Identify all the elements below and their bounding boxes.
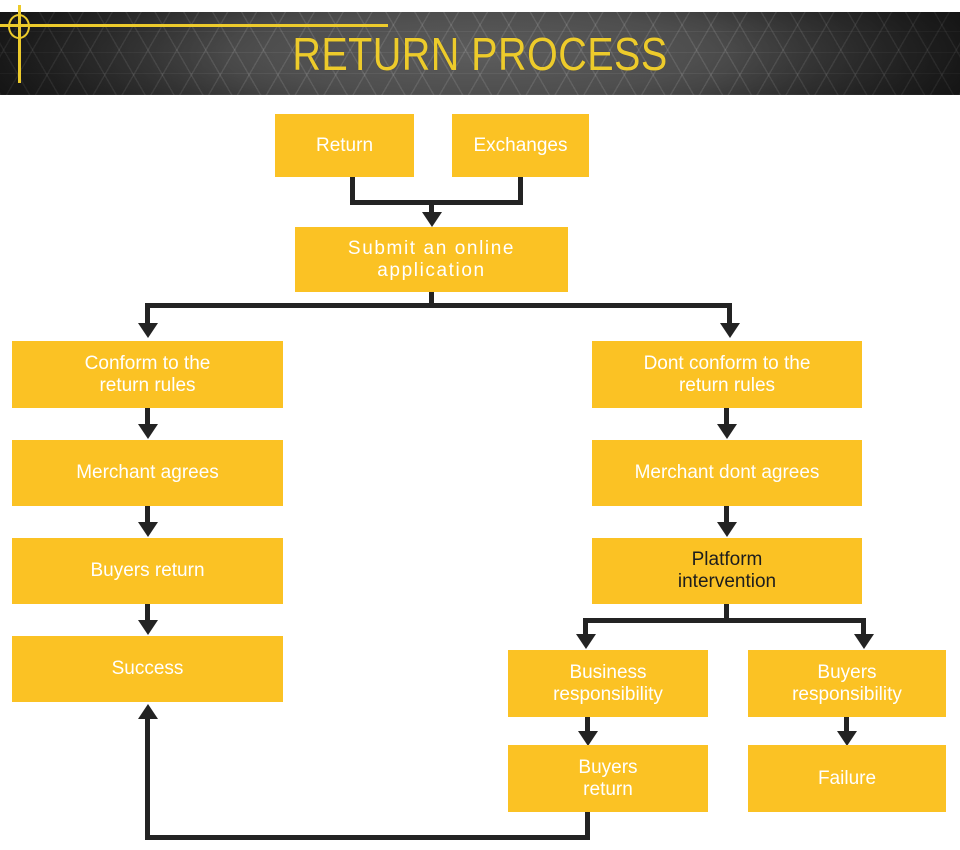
node-merchant-dont-agrees[interactable]: Merchant dont agrees (592, 440, 862, 506)
node-buyers-return-bottom[interactable]: Buyers return (508, 745, 708, 812)
arrow-to-buyers-return-bottom (578, 731, 598, 746)
node-buyers-responsibility[interactable]: Buyers responsibility (748, 650, 946, 717)
connector-merchant-to-buyers (145, 506, 150, 524)
node-platform-intervention[interactable]: Platform intervention (592, 538, 862, 604)
arrow-feedback-to-success (138, 704, 158, 719)
node-exchanges[interactable]: Exchanges (452, 114, 589, 177)
node-submit-online-application[interactable]: Submit an online application (295, 227, 568, 292)
connector-branch-bar (145, 303, 732, 308)
page-title: RETURN PROCESS (292, 27, 668, 80)
connector-merge-bar (350, 200, 523, 205)
connector-submit-stub (429, 292, 434, 308)
connector-feedback-down (585, 812, 590, 840)
node-merchant-agrees[interactable]: Merchant agrees (12, 440, 283, 506)
connector-feedback-up (145, 717, 150, 837)
connector-platform-stub (724, 604, 729, 622)
connector-notconform-to-merchantdont (724, 408, 729, 426)
arrow-to-merchant-agrees (138, 424, 158, 439)
connector-conform-to-merchant (145, 408, 150, 426)
connector-feedback-bar (145, 835, 590, 840)
node-dont-conform-to-return-rules[interactable]: Dont conform to the return rules (592, 341, 862, 408)
connector-branch-right (727, 303, 732, 325)
arrow-to-not-conform (720, 323, 740, 338)
node-return[interactable]: Return (275, 114, 414, 177)
arrow-to-conform (138, 323, 158, 338)
connector-business-to-buyersreturn (585, 717, 590, 733)
decoration-horizontal-line (0, 24, 388, 27)
arrow-to-submit (422, 212, 442, 227)
connector-return-stub (350, 177, 355, 205)
arrow-to-success (138, 620, 158, 635)
arrow-to-merchant-dont-agrees (717, 424, 737, 439)
arrow-to-business-responsibility (576, 634, 596, 649)
connector-bottom-split-left (583, 618, 588, 636)
decoration-circle-icon (8, 14, 30, 39)
arrow-to-buyers-return-left (138, 522, 158, 537)
connector-merge-down (429, 200, 434, 214)
connector-buyers-to-success (145, 604, 150, 622)
decoration-vertical-line (18, 5, 21, 83)
node-buyers-return-left[interactable]: Buyers return (12, 538, 283, 604)
arrow-to-buyers-responsibility (854, 634, 874, 649)
node-success[interactable]: Success (12, 636, 283, 702)
connector-branch-left (145, 303, 150, 325)
arrow-to-platform-intervention (717, 522, 737, 537)
node-business-responsibility[interactable]: Business responsibility (508, 650, 708, 717)
arrow-to-failure (837, 731, 857, 746)
connector-merchantdont-to-platform (724, 506, 729, 524)
connector-bottom-split-right (861, 618, 866, 636)
node-failure[interactable]: Failure (748, 745, 946, 812)
node-conform-to-return-rules[interactable]: Conform to the return rules (12, 341, 283, 408)
connector-exchanges-stub (518, 177, 523, 205)
connector-buyersresp-to-failure (844, 717, 849, 733)
connector-bottom-split-bar (583, 618, 866, 623)
